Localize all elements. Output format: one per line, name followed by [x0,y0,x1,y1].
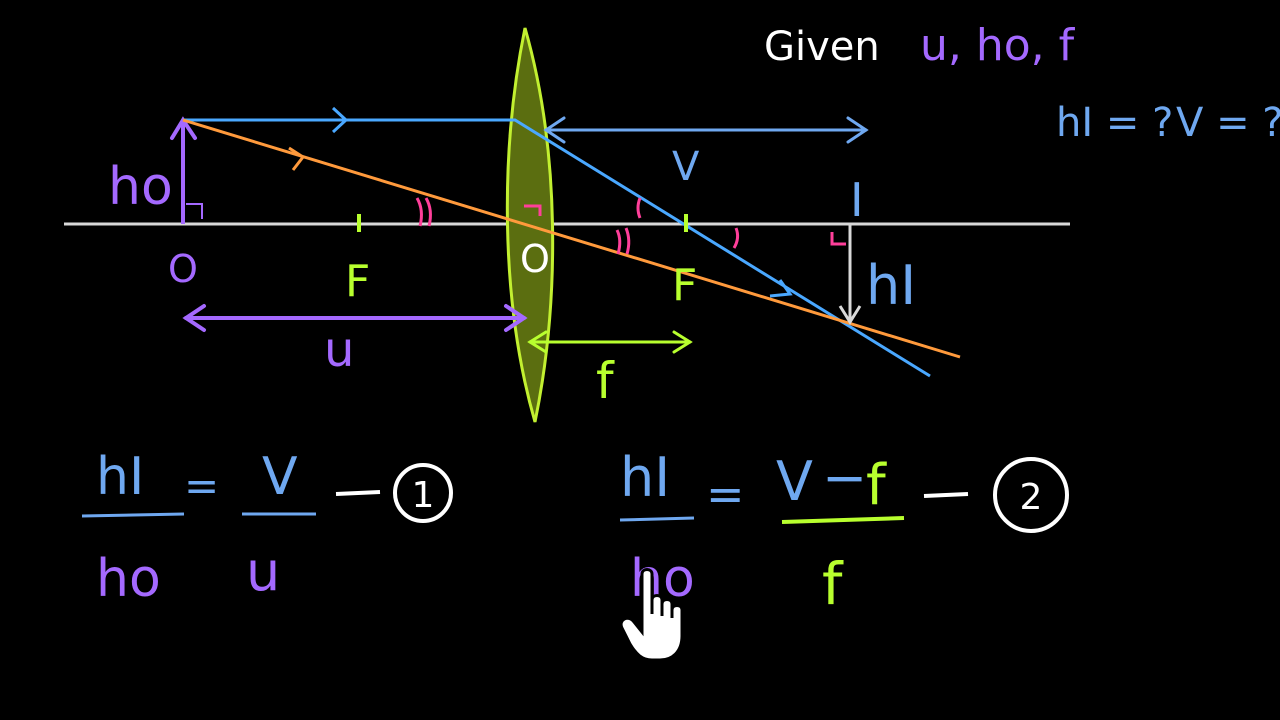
image-height-label: hI [866,254,916,317]
unknown-image-distance: V = ? [1176,100,1280,146]
given-label: Given [764,24,880,70]
eq2-equals: = [706,467,745,521]
eq1-tag: 1 [412,475,435,516]
image-point-label: I [850,173,864,227]
eq2-rhs-numerator-f: f [866,453,887,518]
eq1-lhs-denominator: ho [96,549,161,609]
focal-length-label: f [596,352,615,410]
equation-1: hI ho = V u 1 [81,447,453,609]
image-distance-arrow [543,116,869,144]
image-arrow [830,224,862,325]
object-distance-arrow [182,304,528,332]
eq1-equals: = [184,461,219,510]
center-ray [182,118,961,359]
focus-right-label: F [672,260,697,311]
angle-marks [415,197,740,255]
eq1-rhs-denominator: u [246,540,280,603]
equation-2: hI ho = V − f f 2 [619,446,1069,618]
object-point-label: O [168,247,198,291]
eq2-lhs-numerator: hI [620,446,670,509]
object-distance-label: u [324,322,354,378]
eq1-tag-circle [393,463,453,523]
unknown-image-height: hI = ? [1056,100,1173,146]
focus-left-label: F [345,256,370,307]
eq2-rhs-denominator: f [822,550,844,618]
eq1-rhs-numerator: V [262,447,298,507]
focal-length-arrow [527,330,693,354]
eq2-tag-circle [993,457,1069,533]
parallel-ray [183,106,931,378]
object-arrow [170,116,203,224]
optical-center-label: O [520,237,550,281]
eq2-rhs-numerator-minus: − [822,446,867,509]
object-height-label: ho [108,157,173,217]
eq1-lhs-numerator: hI [96,447,144,507]
given-quantities: u, ho, f [920,20,1076,71]
hand-pointer-icon [619,568,684,662]
image-distance-label: V [672,144,700,190]
eq2-rhs-numerator-v: V [776,450,813,513]
eq2-tag: 2 [1020,477,1043,518]
